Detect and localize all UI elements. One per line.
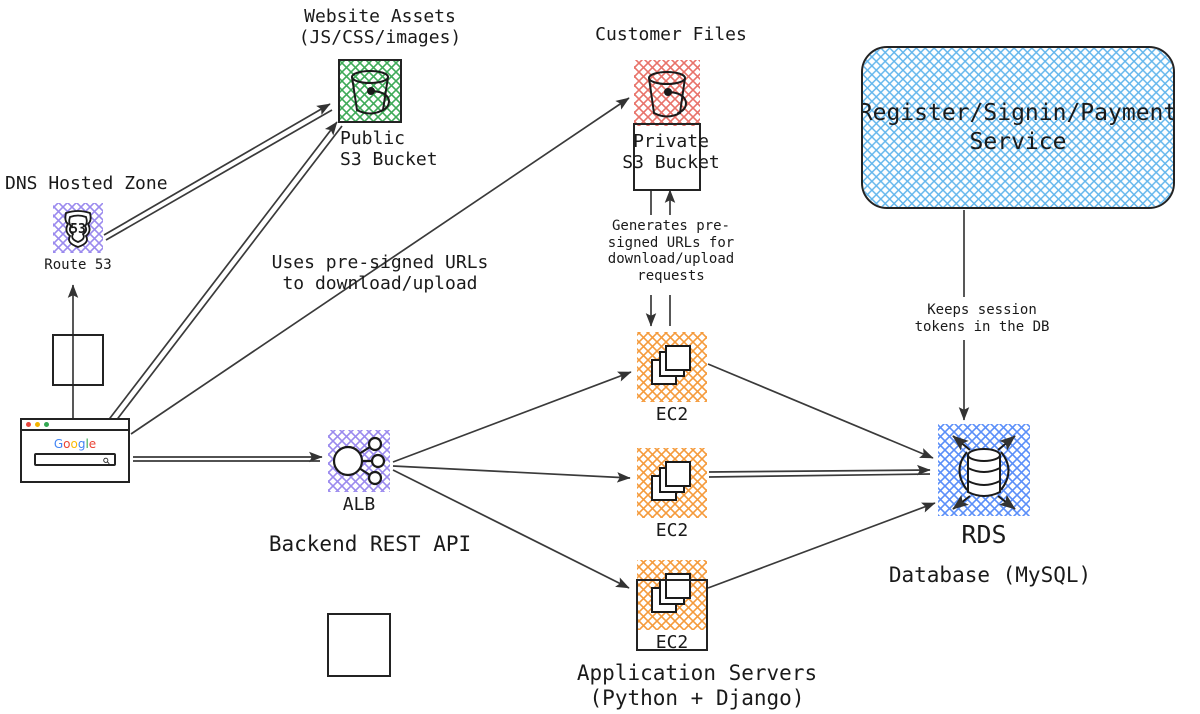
ec2-1-glyph: [651, 345, 691, 385]
application-servers-line2: (Python + Django): [589, 685, 805, 710]
session-tokens-label: Keeps session tokens in the DB: [915, 302, 1050, 335]
presigned-usage-label: Uses pre-signed URLs to download/upload: [272, 252, 489, 294]
service-box-hatch: [863, 48, 1173, 207]
google-logo-letter-e: e: [88, 437, 97, 451]
customer-files-caption: Customer Files: [595, 24, 747, 45]
alb-label: ALB: [342, 494, 376, 515]
google-logo-letter-o2: o: [70, 437, 78, 451]
service-label-line2: Service: [969, 128, 1067, 155]
browser-minimize-dot[interactable]: [35, 422, 40, 427]
service-box-label: Register/Signin/Payment Service: [861, 99, 1175, 157]
session-tokens-line1: Keeps session: [927, 302, 1037, 318]
rds-hatch: [938, 424, 1030, 516]
alb-hatch: [328, 430, 390, 492]
website-assets-caption: Website Assets (JS/CSS/images): [299, 6, 462, 48]
public-s3-label-line2: S3 Bucket: [340, 149, 438, 171]
edge-alb-to-ec2-2: [392, 465, 631, 483]
ec2-2-hatch: [637, 448, 707, 518]
browser-frame: [20, 418, 130, 483]
ec2-instance-2-label: EC2: [655, 520, 689, 541]
edge-ec2-1-to-rds: [707, 363, 934, 459]
route53-hatch: [53, 203, 103, 253]
google-logo-letter-l: l: [85, 437, 89, 451]
edge-ec2-2-to-rds-a: [708, 464, 931, 476]
private-s3-label-line2: S3 Bucket: [622, 152, 720, 174]
route53-badge-number: 53: [70, 222, 86, 237]
backend-rest-api-label: Backend REST API: [268, 532, 472, 556]
website-assets-caption-line2: (JS/CSS/images): [298, 27, 462, 49]
google-logo-letter-g: G: [53, 437, 64, 451]
presigned-generate-line4: requests: [637, 267, 705, 284]
private-s3-bucket-glyph: [648, 71, 688, 118]
application-servers-caption: Application Servers (Python + Django): [577, 661, 817, 711]
ec2-instance-3-label: EC2: [655, 632, 689, 653]
ec2-instance-1-icon[interactable]: [636, 579, 708, 651]
public-s3-bucket-label: Public S3 Bucket: [340, 128, 438, 170]
alb-icon[interactable]: [327, 613, 391, 677]
edge-route53-to-public-s3-a: [103, 103, 331, 236]
edge-ec2-2-to-rds-b: [708, 473, 931, 478]
private-s3-label-line1: Private: [633, 131, 709, 152]
presigned-generate-label: Generates pre- signed URLs for download/…: [608, 218, 734, 284]
route53-icon[interactable]: [52, 334, 104, 386]
alb-loadbalancer-glyph: [332, 436, 386, 486]
ec2-instance-1-label: EC2: [655, 404, 689, 425]
presigned-usage-line2: to download/upload: [282, 273, 478, 295]
presigned-generate-line2: signed URLs for: [607, 234, 735, 251]
route53-label: Route 53: [44, 257, 112, 273]
application-servers-line1: Application Servers: [576, 661, 818, 685]
dns-hosted-zone-caption: DNS Hosted Zone: [5, 173, 168, 194]
presigned-generate-line3: download/upload: [607, 251, 735, 268]
rds-database-glyph: [952, 435, 1016, 510]
search-input[interactable]: [34, 453, 116, 466]
service-label-line1: Register/Signin/Payment: [861, 99, 1175, 126]
google-logo: Google: [20, 437, 130, 451]
google-logo-letter-g2: g: [77, 437, 86, 451]
session-tokens-line2: tokens in the DB: [914, 318, 1050, 335]
website-assets-caption-line1: Website Assets: [304, 6, 456, 27]
presigned-generate-line1: Generates pre-: [611, 218, 730, 234]
browser-close-dot[interactable]: [26, 422, 31, 427]
browser-window-icon[interactable]: Google: [20, 418, 130, 483]
magnifier-icon: [103, 457, 110, 465]
ec2-2-glyph: [651, 461, 691, 501]
public-s3-bucket-icon[interactable]: [338, 59, 402, 123]
google-logo-letter-o1: o: [63, 437, 71, 451]
private-s3-hatch: [634, 60, 700, 126]
private-s3-bucket-label: Private S3 Bucket: [622, 131, 720, 173]
public-s3-label-line1: Public: [340, 128, 406, 149]
edge-alb-to-ec2-3: [392, 469, 630, 589]
presigned-usage-line1: Uses pre-signed URLs: [271, 252, 489, 273]
register-signin-payment-service-box[interactable]: Register/Signin/Payment Service: [861, 46, 1175, 209]
rds-label: RDS: [961, 520, 1007, 549]
route53-shield-glyph: [64, 210, 92, 248]
rds-sublabel: Database (MySQL): [888, 563, 1092, 587]
private-s3-bucket-icon[interactable]: [633, 123, 701, 191]
ec2-1-hatch: [637, 332, 707, 402]
browser-maximize-dot[interactable]: [44, 422, 49, 427]
edge-alb-to-ec2-1: [392, 371, 632, 463]
browser-titlebar: [20, 418, 130, 431]
